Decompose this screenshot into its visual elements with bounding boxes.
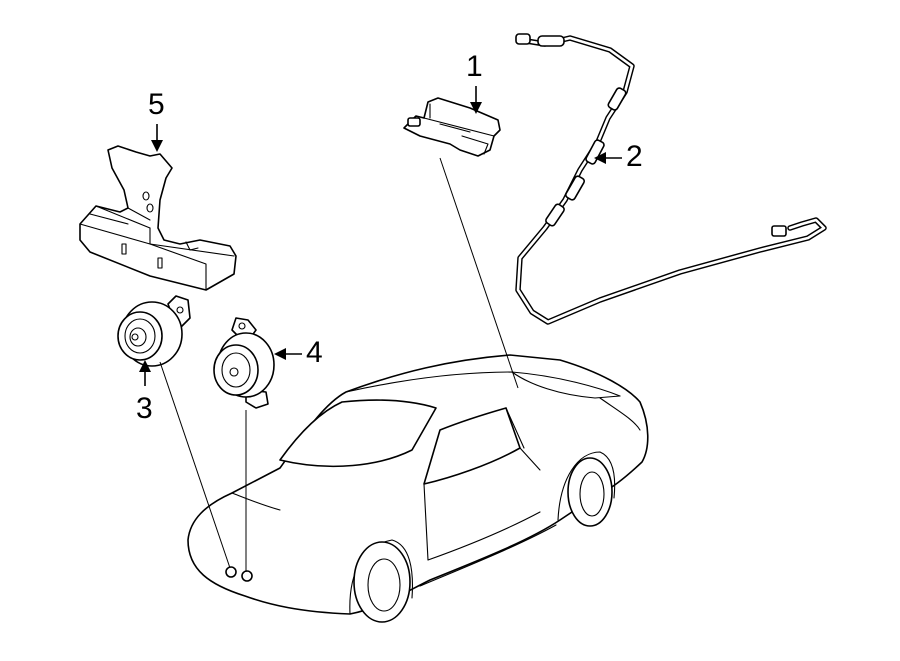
- callout-3: 3: [136, 392, 153, 425]
- callout-5: 5: [148, 88, 165, 121]
- horn-left: [117, 295, 191, 367]
- horn-right: [213, 317, 275, 409]
- bracket: [79, 145, 237, 291]
- arrow-3: [139, 360, 151, 386]
- arrow-4: [274, 348, 302, 360]
- callout-4: 4: [306, 336, 323, 369]
- arrow-2: [594, 152, 622, 164]
- callout-arrows: [139, 86, 622, 386]
- callout-2: 2: [626, 140, 643, 173]
- arrow-1: [470, 86, 482, 114]
- antenna-cable: [515, 33, 827, 325]
- car-body: [187, 354, 649, 623]
- leader-line-1: [439, 157, 519, 389]
- callout-1: 1: [466, 50, 483, 83]
- antenna-module: [403, 97, 501, 157]
- leader-line-3: [159, 361, 231, 569]
- arrow-5: [151, 124, 163, 152]
- leader-lines: [159, 157, 519, 572]
